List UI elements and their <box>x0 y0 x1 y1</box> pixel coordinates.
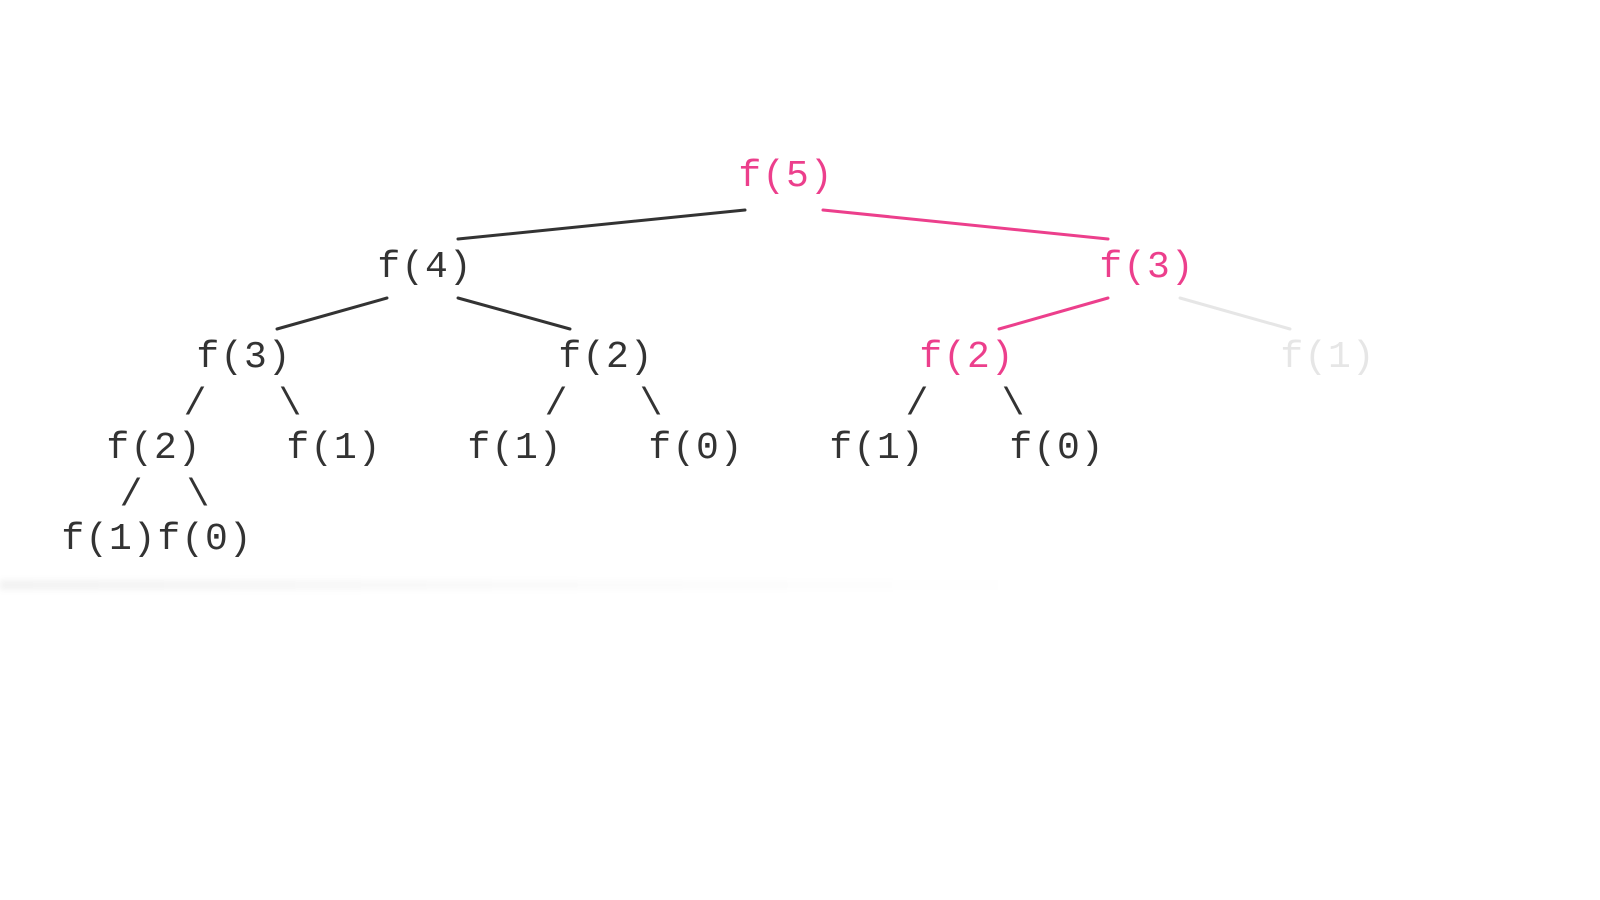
node-f3-left: f(3) <box>196 336 292 379</box>
node-f2-right: f(2) <box>919 336 1015 379</box>
node-f1-a: f(1) <box>286 427 382 470</box>
edge-slash-right: \ <box>186 474 210 517</box>
edge-n5-n3r <box>821 208 1110 241</box>
edge-slash-right: \ <box>1001 383 1025 426</box>
node-f0-a: f(0) <box>648 427 744 470</box>
node-f1-d: f(1) <box>61 518 157 561</box>
node-f2-left: f(2) <box>106 427 202 470</box>
node-f4: f(4) <box>377 246 473 289</box>
edge-n4-n2m <box>456 296 572 331</box>
node-f3-right: f(3) <box>1099 246 1195 289</box>
node-f2-middle: f(2) <box>558 336 654 379</box>
edge-slash-right: \ <box>639 383 663 426</box>
node-f0-b: f(0) <box>1009 427 1105 470</box>
edge-slash-left: / <box>183 383 207 426</box>
edge-slash-left: / <box>119 474 143 517</box>
edge-n4-n3l <box>275 296 389 331</box>
baseline-shadow <box>0 580 1050 590</box>
node-f0-c: f(0) <box>157 518 253 561</box>
node-f1-c: f(1) <box>829 427 925 470</box>
edge-slash-left: / <box>544 383 568 426</box>
edge-slash-right: \ <box>278 383 302 426</box>
node-f1-b: f(1) <box>467 427 563 470</box>
node-f5-root: f(5) <box>738 155 834 198</box>
edge-n3r-n2r <box>997 296 1110 331</box>
node-f1-far-right: f(1) <box>1280 336 1376 379</box>
edge-n5-n4 <box>456 208 747 241</box>
edge-n3r-n1far <box>1178 296 1292 331</box>
edge-slash-left: / <box>905 383 929 426</box>
